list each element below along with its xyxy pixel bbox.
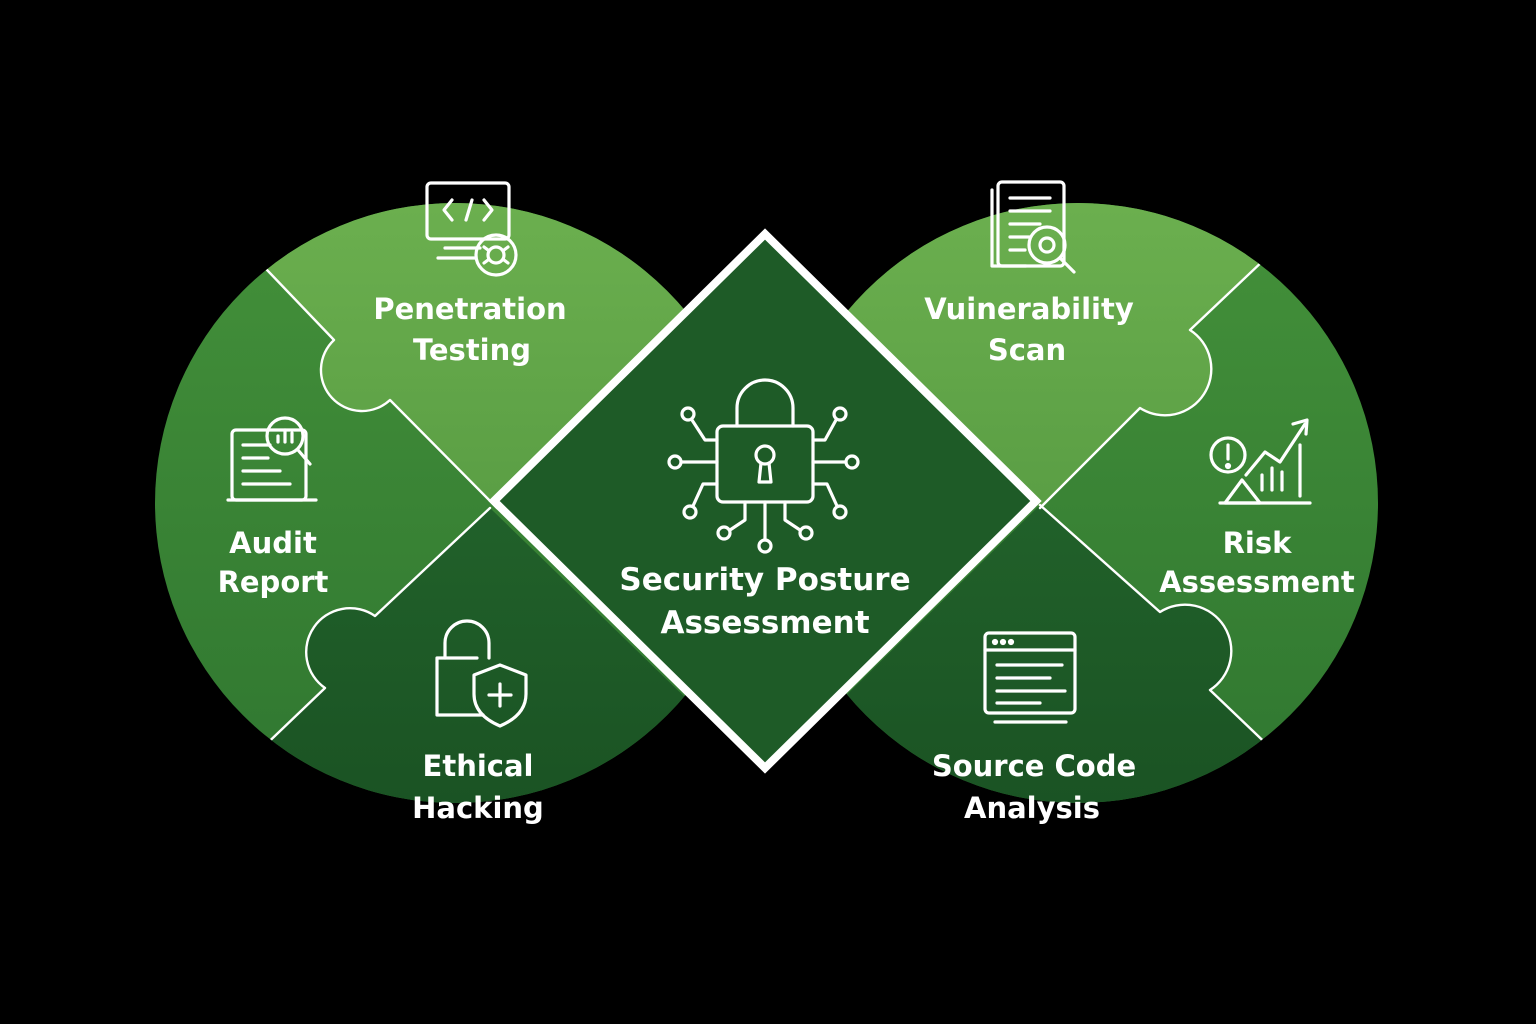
vulnerability-scan-label-line1: Vuinerability [924, 292, 1134, 326]
segment-ethical-hacking[interactable] [140, 508, 760, 820]
ethical-hacking-label-line2: Hacking [412, 791, 544, 825]
code-monitor-bug-icon [425, 181, 518, 277]
code-window-icon [983, 631, 1077, 724]
ethical-hacking-label-line1: Ethical [423, 749, 534, 783]
segment-vulnerability-scan[interactable] [770, 190, 1400, 508]
risk-assessment-label-line2: Assessment [1159, 565, 1355, 599]
document-magnifier-icon [226, 416, 318, 502]
audit-report-label-line2: Report [218, 565, 329, 599]
seam-line [1038, 503, 1280, 757]
vulnerability-scan-label-line2: Scan [988, 333, 1066, 367]
penetration-testing-label-line2: Testing [413, 333, 531, 367]
seam-line [244, 246, 499, 510]
center-label-line1: Security Posture [619, 562, 910, 598]
audit-report-label-line1: Audit [229, 526, 317, 560]
warning-chart-icon [1209, 418, 1312, 505]
source-code-analysis-label-line2: Analysis [964, 791, 1100, 825]
seam-line [253, 506, 492, 757]
source-code-analysis-label-line1: Source Code [932, 749, 1136, 783]
seam-line [1038, 238, 1287, 510]
document-bug-magnifier-icon [990, 180, 1076, 274]
padlock-shield-icon [435, 619, 528, 728]
segment-penetration-testing[interactable] [140, 190, 760, 508]
center-label-line2: Assessment [660, 605, 869, 641]
segment-source-code-analysis[interactable] [770, 505, 1400, 820]
penetration-testing-label-line1: Penetration [373, 292, 566, 326]
right-circle [770, 190, 1400, 820]
risk-assessment-label-line1: Risk [1223, 526, 1293, 560]
circuit-padlock-icon [667, 378, 860, 554]
